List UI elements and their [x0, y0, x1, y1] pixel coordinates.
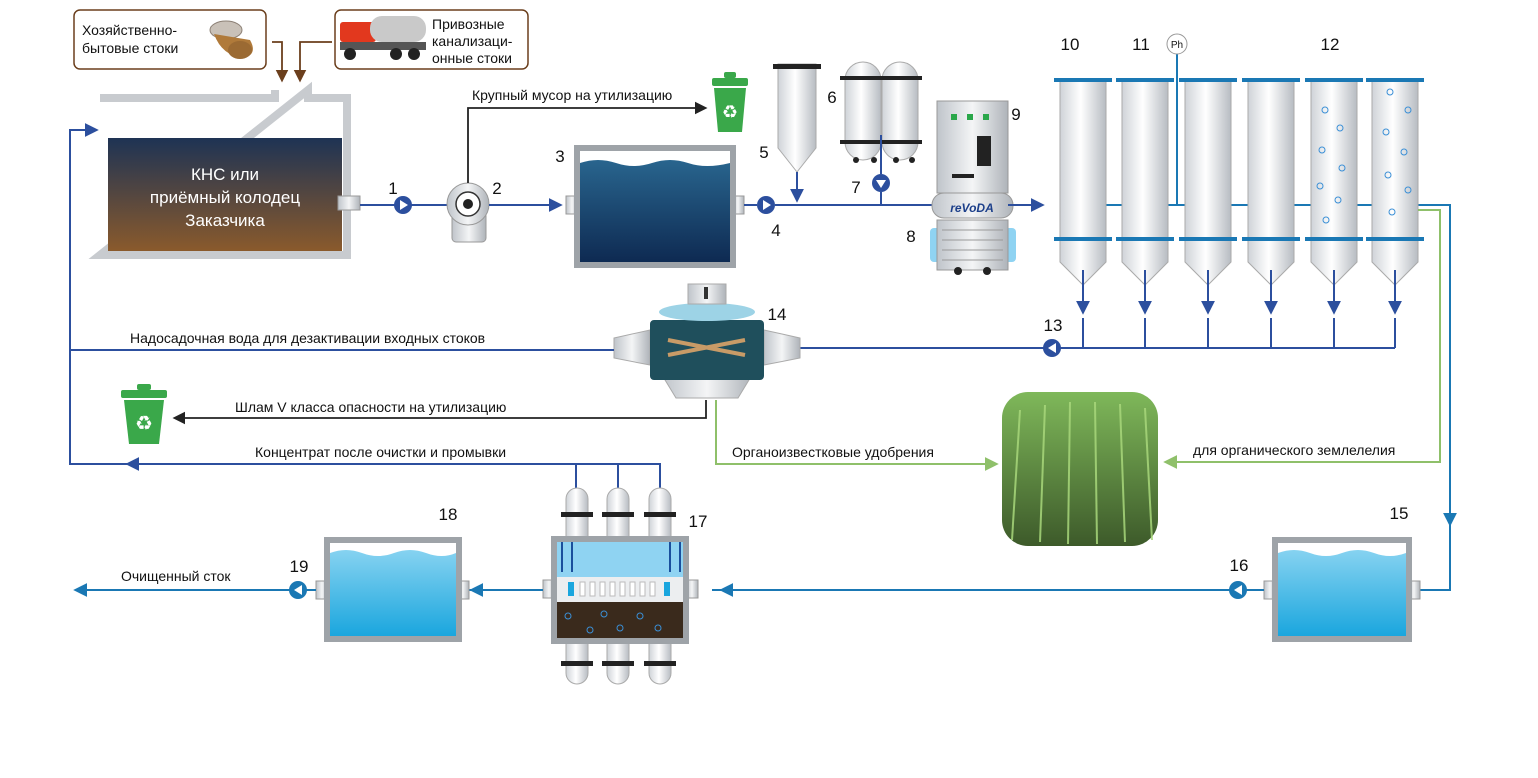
number-13: 13 — [1044, 316, 1063, 335]
pump-1: 1 — [360, 179, 448, 214]
sludge-label: Шлам V класса опасности на утилизацию — [235, 399, 506, 415]
brand-label: reVoDA — [950, 201, 994, 215]
number-12: 12 — [1321, 35, 1340, 54]
concentrate-label: Концентрат после очистки и промывки — [255, 444, 506, 460]
domestic-label-2: бытовые стоки — [82, 40, 178, 56]
number-10: 10 — [1061, 35, 1080, 54]
number-2: 2 — [492, 179, 501, 198]
tank-label-3: Заказчика — [185, 211, 265, 230]
domestic-label-1: Хозяйственно- — [82, 22, 177, 38]
dosing-pump-7: 7 — [851, 135, 890, 204]
number-17: 17 — [689, 512, 708, 531]
recycle-bin-icon: ♻ — [712, 72, 748, 132]
number-1: 1 — [388, 179, 397, 198]
number-15: 15 — [1390, 504, 1409, 523]
organic-farming-flow: для органического землелелия — [1163, 209, 1441, 469]
reagent-doser-5: 5 — [759, 63, 821, 203]
number-3: 3 — [555, 147, 564, 166]
sludge-disposal: Шлам V класса опасности на утилизацию ♻ — [121, 384, 707, 444]
delivered-label-1: Привозные — [432, 16, 505, 32]
membrane-unit-17: 17 — [465, 487, 708, 685]
revoda-unit-8-9: reVoDA 9 8 — [906, 100, 1045, 275]
thickener-14: 14 — [613, 283, 801, 399]
reagent-cylinders-6: 6 — [827, 61, 922, 163]
fertilizer-flow: Органоизвестковые удобрения — [715, 400, 999, 471]
number-14: 14 — [768, 305, 787, 324]
pump-16: 16 — [712, 556, 1264, 599]
number-6: 6 — [827, 88, 836, 107]
supernatant-label: Надосадочная вода для дезактивации входн… — [130, 330, 485, 346]
clean-tank-18: 18 — [315, 505, 470, 642]
backwash-collector-13: 13 — [790, 270, 1402, 357]
delivered-label-3: онные стоки — [432, 50, 512, 66]
clean-water-line — [1418, 204, 1457, 591]
supernatant-return: Надосадочная вода для дезактивации входн… — [69, 123, 614, 351]
number-16: 16 — [1230, 556, 1249, 575]
filter-columns: Ph 10 11 12 — [1054, 33, 1440, 286]
delivered-sewage-source: Привозные канализаци- онные стоки — [334, 9, 529, 70]
number-9: 9 — [1011, 105, 1020, 124]
number-5: 5 — [759, 143, 768, 162]
tanker-truck-icon — [340, 16, 426, 60]
number-4: 4 — [771, 221, 780, 240]
domestic-sewage-source: Хозяйственно- бытовые стоки — [73, 9, 267, 70]
concentrate-return: Концентрат после очистки и промывки — [69, 350, 661, 488]
ph-sensor-label: Ph — [1171, 40, 1183, 51]
recycle-bin-icon-2: ♻ — [121, 384, 167, 444]
receiving-tank: КНС или приёмный колодец Заказчика — [88, 81, 361, 259]
coarse-waste-label: Крупный мусор на утилизацию — [472, 87, 672, 103]
number-7: 7 — [851, 178, 860, 197]
number-19: 19 — [290, 557, 309, 576]
tank-label-2: приёмный колодец — [150, 188, 300, 207]
pump-19: 19 Очищенный сток — [73, 557, 316, 599]
svg-text:♻: ♻ — [722, 102, 738, 122]
clean-tank-15: 15 — [1263, 504, 1421, 642]
coarse-waste-flow: Крупный мусор на утилизацию ♻ — [467, 72, 748, 183]
delivered-label-2: канализаци- — [432, 33, 513, 49]
crop-field-image — [1002, 392, 1158, 546]
settling-tank-3: 3 — [555, 145, 745, 268]
number-11: 11 — [1132, 35, 1150, 54]
number-8: 8 — [906, 227, 915, 246]
clean-outflow-label: Очищенный сток — [121, 568, 231, 584]
svg-text:♻: ♻ — [135, 413, 153, 435]
fertilizer-label: Органоизвестковые удобрения — [732, 444, 934, 460]
sewage-pipe-icon — [209, 20, 253, 59]
drum-screen-2: 2 — [446, 179, 563, 243]
number-18: 18 — [439, 505, 458, 524]
source-inflow-arrows — [272, 41, 332, 83]
tank-label-1: КНС или — [191, 165, 259, 184]
pump-4: 4 — [744, 196, 935, 240]
organic-label: для органического землелелия — [1193, 442, 1395, 458]
